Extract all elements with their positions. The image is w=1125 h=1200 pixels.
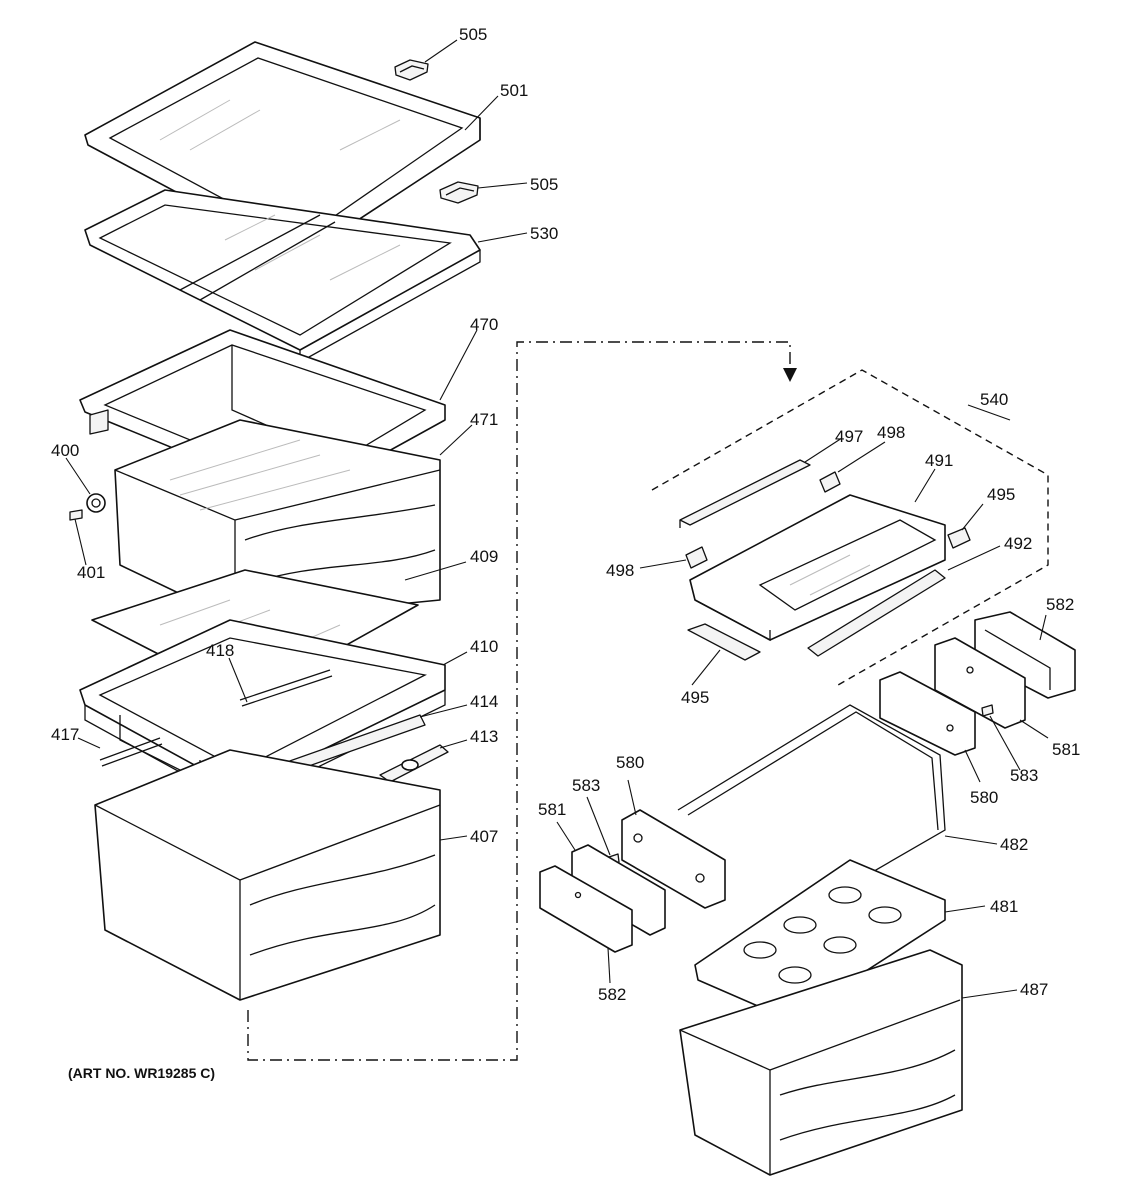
part-482-wire-frame (677, 704, 946, 941)
callout-409: 409 (470, 547, 498, 566)
callout-481: 481 (990, 897, 1018, 916)
assembly-arrow (783, 368, 797, 382)
part-498-clip-left (685, 546, 708, 569)
callout-407: 407 (470, 827, 498, 846)
part-580-bracket-right (879, 671, 976, 756)
part-583-screw-right (981, 704, 994, 717)
callout-505-top: 505 (459, 25, 487, 44)
callout-492: 492 (1004, 534, 1032, 553)
part-413-handle (379, 744, 449, 783)
callout-470: 470 (470, 315, 498, 334)
part-582-cover-left (539, 865, 633, 953)
part-495-slide-left (687, 623, 761, 661)
part-498-clip-right (819, 471, 841, 493)
callout-582-left: 582 (598, 985, 626, 1004)
part-495-slide-right (947, 527, 971, 549)
part-505-clip-top (394, 59, 429, 81)
callout-505-middle: 505 (530, 175, 558, 194)
callout-580-right: 580 (970, 788, 998, 807)
callout-487: 487 (1020, 980, 1048, 999)
part-407-pan-drawer (94, 749, 441, 1001)
part-418-rod (239, 669, 333, 707)
callout-581-right: 581 (1052, 740, 1080, 759)
part-481-egg-tray (694, 859, 946, 1021)
callout-491: 491 (925, 451, 953, 470)
callout-498-right: 498 (877, 423, 905, 442)
callout-580-left: 580 (616, 753, 644, 772)
callout-530: 530 (530, 224, 558, 243)
callout-414: 414 (470, 692, 498, 711)
callout-581-left: 581 (538, 800, 566, 819)
part-540-assembly-boundary (651, 369, 1049, 686)
assembly-bracket-line (247, 341, 791, 1061)
part-505-clip-middle (439, 181, 479, 204)
part-417-rod (99, 737, 163, 767)
callout-401: 401 (77, 563, 105, 582)
callout-400: 400 (51, 441, 79, 460)
callout-418: 418 (206, 641, 234, 660)
callout-540: 540 (980, 390, 1008, 409)
part-492-trim (807, 569, 946, 657)
part-401-screw (69, 509, 83, 521)
callout-413: 413 (470, 727, 498, 746)
callout-495-left: 495 (681, 688, 709, 707)
part-530-shelf-frame (84, 189, 481, 364)
callout-583-right: 583 (1010, 766, 1038, 785)
part-580-bracket-left (621, 809, 726, 909)
part-487-drawer (679, 949, 963, 1176)
callout-583-left: 583 (572, 776, 600, 795)
callout-498-left: 498 (606, 561, 634, 580)
part-471-crisper-drawer (114, 419, 441, 621)
callout-417: 417 (51, 725, 79, 744)
leader-lines (65, 39, 1049, 999)
callout-471: 471 (470, 410, 498, 429)
part-497-rail (679, 459, 811, 528)
part-491-deli-drawer (689, 494, 946, 642)
callout-482: 482 (1000, 835, 1028, 854)
callout-495-right: 495 (987, 485, 1015, 504)
callout-labels: 505 501 505 530 470 471 400 401 409 418 … (51, 25, 1080, 1004)
part-400-bushing (86, 493, 106, 513)
callout-501: 501 (500, 81, 528, 100)
callout-497: 497 (835, 427, 863, 446)
art-number: (ART NO. WR19285 C) (68, 1065, 215, 1081)
callout-410: 410 (470, 637, 498, 656)
callout-582-right: 582 (1046, 595, 1074, 614)
